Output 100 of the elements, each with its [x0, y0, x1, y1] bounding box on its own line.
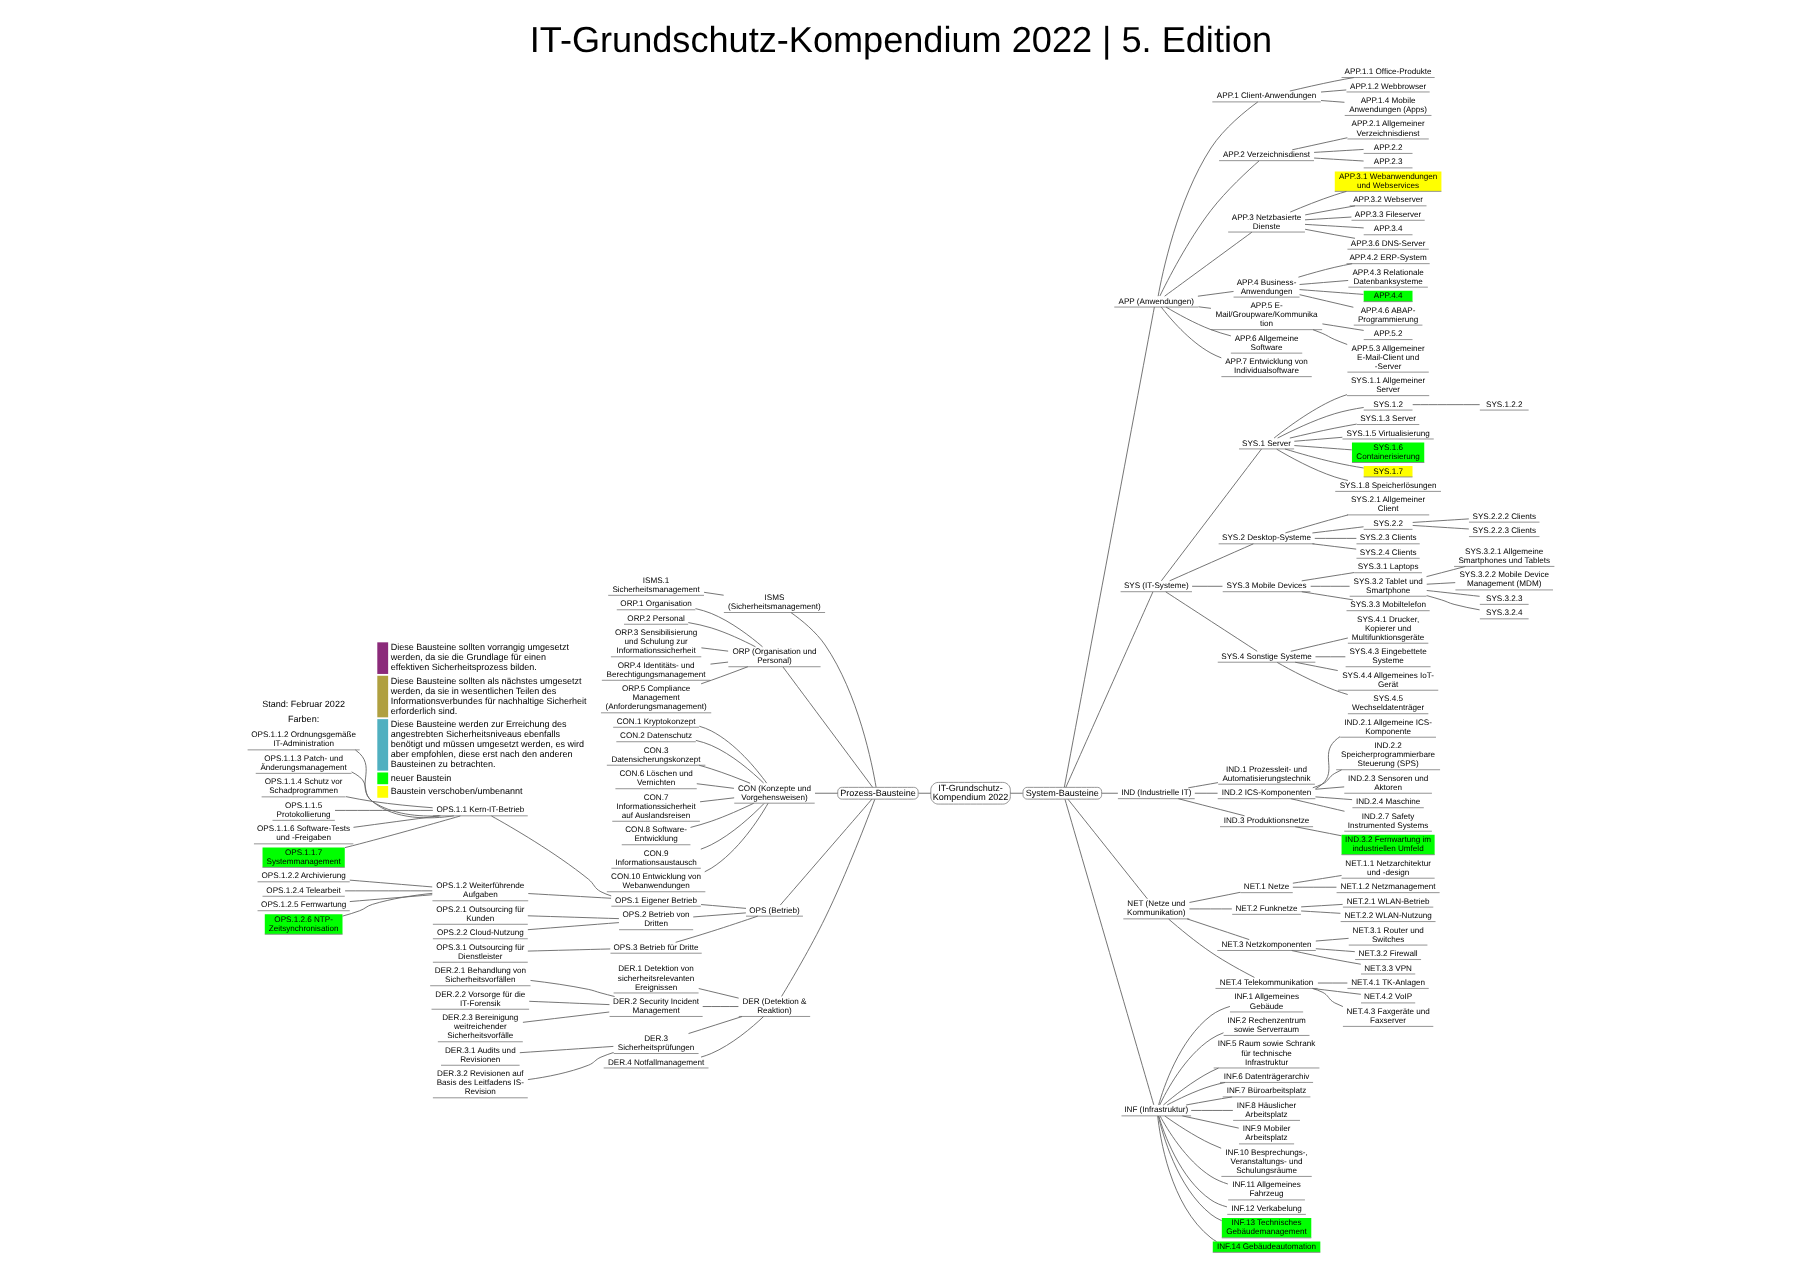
connector	[1288, 191, 1346, 213]
connector	[689, 802, 754, 828]
connector	[521, 1011, 609, 1023]
connector	[687, 1016, 742, 1034]
connector	[1288, 77, 1354, 92]
connector	[1312, 148, 1364, 153]
connector	[1159, 448, 1261, 582]
connector	[1314, 786, 1344, 790]
connector	[348, 879, 432, 888]
connector	[702, 591, 724, 596]
connector	[699, 803, 764, 850]
connector	[1310, 526, 1363, 534]
connector	[1293, 661, 1338, 672]
connector	[1319, 100, 1344, 103]
connector	[1189, 1110, 1233, 1111]
connector	[813, 792, 838, 794]
connector	[1411, 518, 1469, 523]
connector	[1320, 323, 1364, 331]
connector	[1297, 263, 1352, 278]
connector	[1310, 543, 1356, 550]
connector	[1283, 514, 1348, 534]
connector	[1292, 445, 1352, 451]
connector	[1064, 591, 1153, 788]
connector	[1156, 101, 1258, 297]
connector	[1275, 448, 1348, 481]
connector	[1303, 216, 1351, 221]
connector	[1163, 1115, 1221, 1149]
connector	[1283, 448, 1364, 469]
connector	[686, 622, 755, 648]
connector	[529, 980, 615, 997]
connector	[1316, 982, 1347, 984]
connector	[697, 988, 739, 999]
connector	[698, 797, 734, 803]
connector	[695, 783, 734, 789]
connector	[691, 912, 746, 918]
connector	[1062, 306, 1154, 788]
connector	[1298, 280, 1348, 285]
connector	[1303, 223, 1364, 229]
connector	[1425, 595, 1480, 611]
connector	[1303, 228, 1355, 239]
connector	[1164, 306, 1231, 337]
connector	[1299, 910, 1340, 914]
connector	[1164, 591, 1257, 652]
connector	[1290, 950, 1361, 965]
connector	[1163, 231, 1252, 297]
connector	[1197, 306, 1211, 309]
connector	[1309, 585, 1350, 587]
connector	[1291, 886, 1336, 888]
connector	[1293, 826, 1341, 837]
connector	[343, 815, 460, 849]
connector	[1063, 798, 1154, 1106]
connector	[490, 815, 611, 897]
connector	[699, 666, 748, 685]
connector	[1158, 160, 1259, 297]
connector	[1276, 407, 1364, 439]
connector	[781, 666, 873, 788]
connector	[1411, 525, 1469, 530]
connector	[526, 893, 611, 899]
connector	[1314, 937, 1349, 942]
connector	[1193, 792, 1218, 794]
connector	[1425, 582, 1455, 585]
connector	[1168, 543, 1253, 582]
connector	[701, 1006, 738, 1007]
connector	[526, 915, 619, 920]
connector	[1311, 769, 1341, 789]
connector	[344, 796, 433, 809]
connector	[1290, 137, 1347, 151]
connector	[697, 725, 767, 784]
connector	[348, 894, 432, 903]
connector	[526, 948, 610, 952]
connector	[1157, 1005, 1230, 1106]
connector	[789, 612, 876, 788]
connector	[1298, 289, 1363, 295]
connector	[350, 771, 440, 817]
connector	[1100, 792, 1118, 794]
connector	[1158, 1032, 1223, 1106]
connector	[780, 798, 875, 997]
connector	[1298, 294, 1353, 308]
connector	[699, 904, 746, 909]
diagram-title: IT-Grundschutz-Kompendium 2022 | 5. Edition	[528, 20, 1272, 61]
connector	[674, 915, 758, 943]
connector	[1289, 637, 1348, 652]
connector	[697, 764, 750, 784]
connector	[1300, 591, 1353, 601]
connector	[1425, 590, 1480, 597]
connector	[1196, 291, 1233, 297]
connector	[1303, 205, 1355, 216]
connector	[916, 792, 931, 794]
connector	[1156, 1115, 1216, 1242]
connector	[1313, 537, 1356, 539]
connector	[1312, 157, 1364, 162]
connector	[352, 815, 439, 828]
connector	[1425, 566, 1465, 578]
connector	[1299, 903, 1343, 908]
connector	[1311, 988, 1343, 1008]
connector	[1188, 891, 1240, 903]
connector	[1185, 918, 1249, 941]
connector	[1289, 798, 1344, 812]
connector	[1311, 329, 1347, 345]
connector	[1159, 306, 1221, 359]
